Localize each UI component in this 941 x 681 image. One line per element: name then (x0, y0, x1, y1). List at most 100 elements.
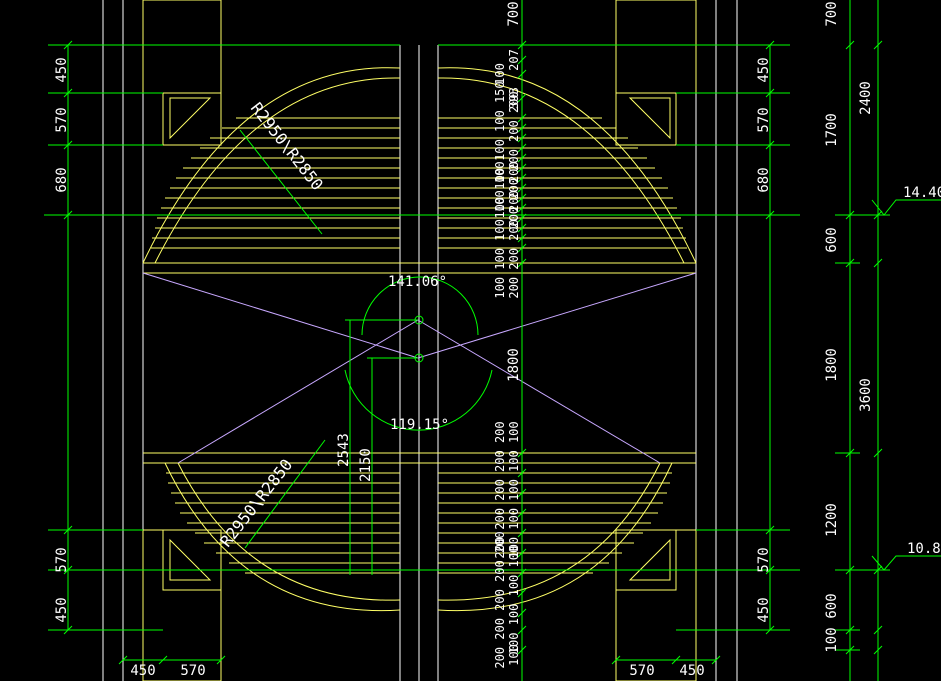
tick-left-5 (63, 565, 73, 575)
far-right-1200: 1200 (824, 503, 840, 537)
tick-far2-1 (873, 210, 883, 220)
arc-bottom-left-outer (164, 462, 401, 612)
radius-leader-bottom (244, 439, 326, 549)
triangle-bottom-left (169, 538, 212, 581)
center-bottom-seq-4: 100 100 100 100 (507, 546, 521, 654)
center-seq-4: 200 200 200 200 200 (507, 161, 521, 298)
far-right-1800: 1800 (824, 348, 840, 382)
angle-label-bottom: 119.15° (390, 417, 449, 433)
tick-bottom-right-2 (711, 655, 721, 665)
elevation-label-bottom: 10.80 (907, 541, 941, 557)
center-dim-700: 700 (506, 1, 522, 26)
tick-far2-4 (873, 565, 883, 575)
corner-block-top-left (162, 92, 222, 146)
guide-line-3 (177, 319, 419, 464)
angle-arc-top (361, 276, 479, 336)
tick-far-0 (845, 40, 855, 50)
tick-far-1 (845, 210, 855, 220)
left-dim-570-top: 570 (54, 107, 70, 132)
tick-right-5 (765, 565, 775, 575)
far-right-3600: 3600 (858, 378, 874, 412)
triangle-top-right (628, 97, 671, 140)
tick-center-8 (517, 153, 527, 163)
tick-center-18 (517, 258, 527, 268)
triangle-bottom-right (628, 538, 671, 581)
tick-center-19 (517, 448, 527, 458)
far-right-100: 100 (824, 627, 840, 652)
tick-right-4 (765, 525, 775, 535)
right-dim-680: 680 (756, 167, 772, 192)
tick-far2-3 (873, 448, 883, 458)
far-right-1700: 1700 (824, 113, 840, 147)
center-dim-1800: 1800 (506, 348, 522, 382)
right-dim-570-top: 570 (756, 107, 772, 132)
tick-far2-2 (873, 258, 883, 268)
guide-line-4 (417, 319, 661, 464)
arc-top-right-outer (437, 67, 697, 264)
left-dim-680: 680 (54, 167, 70, 192)
center-bottom-seq-2: 100 100 100 100 100 (507, 421, 521, 558)
bottom-dim-left-570: 570 (180, 663, 205, 679)
tick-center-5 (517, 123, 527, 133)
center-seq-1: 100 100 100 100 150 (493, 81, 507, 218)
tick-far-5 (845, 625, 855, 635)
tick-right-3 (765, 210, 775, 220)
center-dim-100: 100 (493, 63, 507, 85)
pivot-point-top (414, 315, 424, 325)
tick-center-15 (517, 223, 527, 233)
tick-far-3 (845, 448, 855, 458)
tick-center-14 (517, 213, 527, 223)
tick-left-3 (63, 210, 73, 220)
tick-right-6 (765, 625, 775, 635)
dim-2150-label: 2150 (358, 448, 374, 482)
arc-top-right-inner (437, 77, 685, 264)
tick-center-21 (517, 488, 527, 498)
center-bottom-100: 100 (507, 644, 521, 666)
tick-center-29 (517, 645, 527, 655)
dimension-lines (44, 0, 941, 681)
tick-center-1 (517, 55, 527, 65)
dimension-ticks (63, 40, 883, 665)
tick-center-22 (517, 508, 527, 518)
tick-center-17 (517, 243, 527, 253)
arc-bottom-right-outer (437, 462, 673, 612)
tick-center-2 (517, 69, 527, 79)
dim-2543-label: 2543 (336, 433, 352, 467)
tick-bottom-right-1 (671, 655, 681, 665)
guide-line-2 (417, 272, 697, 359)
tick-far-6 (845, 645, 855, 655)
tick-bottom-left-1 (158, 655, 168, 665)
tick-right-0 (765, 40, 775, 50)
tick-center-3 (517, 93, 527, 103)
angle-label-top: 141.06° (388, 274, 447, 290)
arc-bottom-left-inner (177, 462, 401, 601)
tick-center-25 (517, 568, 527, 578)
tick-far-2 (845, 258, 855, 268)
tick-bottom-left-0 (118, 655, 128, 665)
bottom-dim-left-450: 450 (130, 663, 155, 679)
tick-center-28 (517, 625, 527, 635)
right-dim-450-bottom: 450 (756, 597, 772, 622)
center-bottom-seq-1: 200 200 200 200 200 (493, 421, 507, 558)
radius-leader-top (239, 129, 323, 235)
elevation-label-top: 14.40 (903, 185, 941, 201)
tick-center-12 (517, 193, 527, 203)
center-seq-2: 200 200 200 200 200 (507, 91, 521, 228)
stair-outlines (142, 0, 697, 681)
angle-arc-bottom (344, 369, 493, 431)
tick-left-4 (63, 525, 73, 535)
tick-center-23 (517, 528, 527, 538)
center-seq-3: 100 100 100 100 100 (493, 161, 507, 298)
tick-right-1 (765, 88, 775, 98)
right-dim-450-top: 450 (756, 57, 772, 82)
guide-lines (142, 272, 697, 464)
elevation-marker-top (871, 199, 941, 216)
far-right-700: 700 (824, 1, 840, 26)
arc-bottom-right-inner (437, 462, 661, 601)
tick-left-6 (63, 625, 73, 635)
left-dim-450-top: 450 (54, 57, 70, 82)
far-right-2400: 2400 (858, 81, 874, 115)
bottom-dim-right-570: 570 (629, 663, 654, 679)
